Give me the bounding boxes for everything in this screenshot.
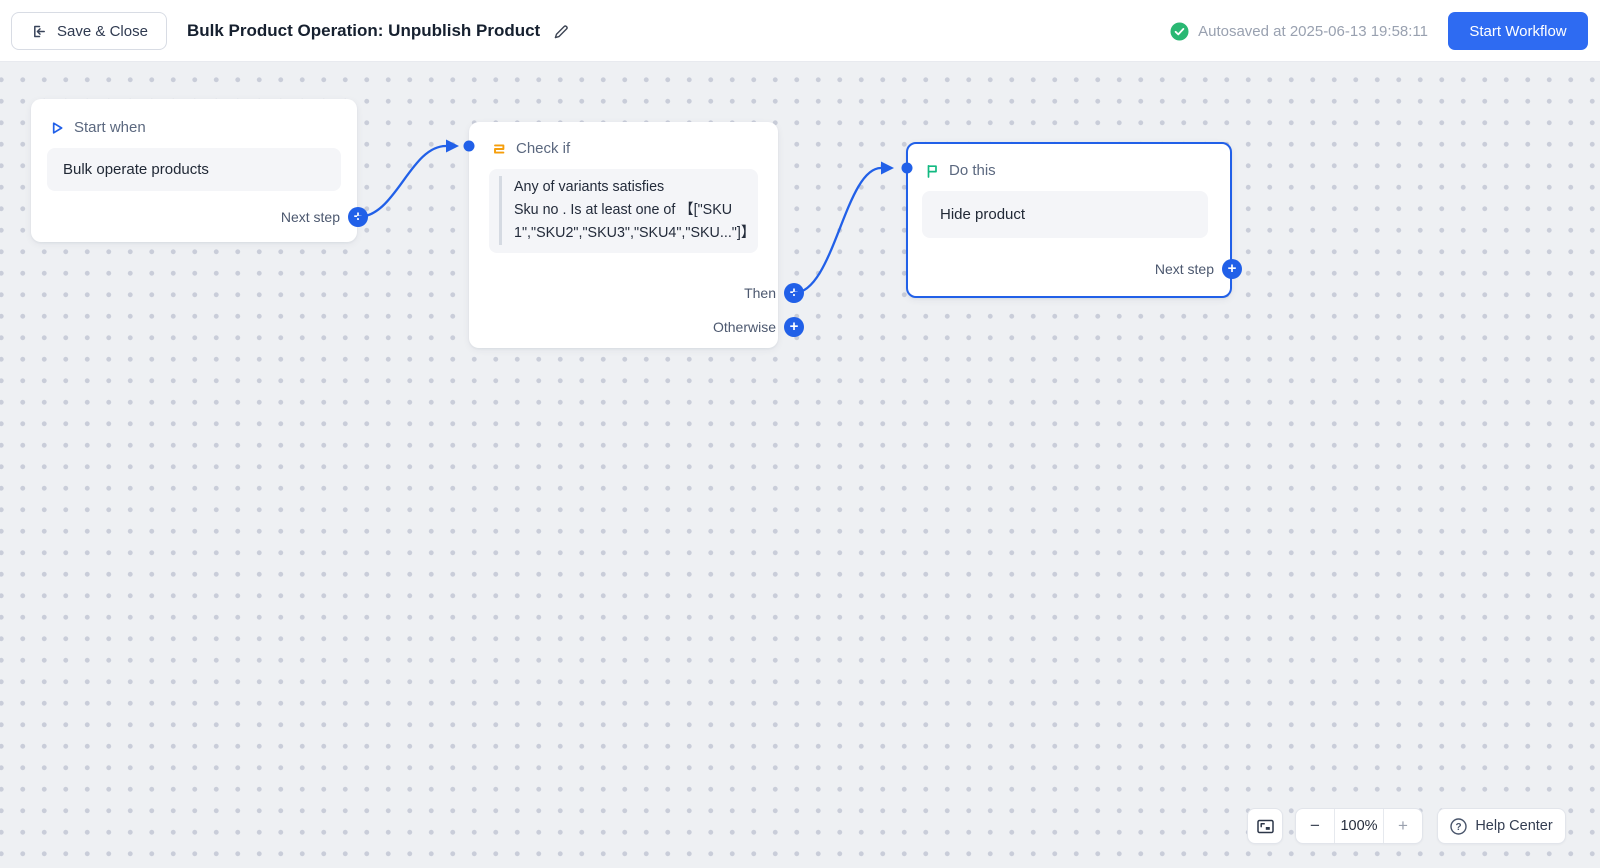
branch-icon — [491, 141, 507, 157]
next-step-label: Next step — [280, 209, 340, 225]
saved-check-icon — [1170, 22, 1189, 41]
trigger-value[interactable]: Bulk operate products — [47, 148, 341, 191]
add-then-step-button[interactable]: + — [784, 283, 804, 303]
question-icon: ? — [1450, 817, 1468, 835]
trigger-card[interactable]: Start when Bulk operate products Next st… — [31, 99, 368, 242]
edge-then-to-do — [792, 166, 883, 295]
page-title: Bulk Product Operation: Unpublish Produc… — [187, 21, 541, 40]
condition-card[interactable]: Check if Any of variants satisfies Sku n… — [469, 122, 804, 348]
autosave-text: Autosaved at 2025-06-13 19:58:11 — [1198, 22, 1428, 40]
action-value[interactable]: Hide product — [922, 191, 1208, 238]
next-step-label: Next step — [1154, 261, 1214, 277]
svg-text:?: ? — [1456, 822, 1462, 833]
condition-value[interactable]: Any of variants satisfies Sku no . Is at… — [489, 169, 758, 253]
action-card-selected[interactable]: Do this Hide product Next step + — [906, 142, 1242, 298]
save-close-button[interactable]: Save & Close — [11, 12, 167, 50]
play-icon — [49, 120, 65, 136]
help-center-label: Help Center — [1475, 818, 1553, 834]
save-close-label: Save & Close — [57, 22, 148, 40]
exit-icon — [30, 23, 47, 40]
condition-line-2: Sku no . Is at least one of 【["SKU 1","S… — [514, 202, 756, 241]
top-bar: Save & Close Bulk Product Operation: Unp… — [0, 0, 1600, 62]
autosave-status: Autosaved at 2025-06-13 19:58:11 — [1170, 0, 1428, 62]
edit-title-button[interactable] — [552, 22, 571, 41]
otherwise-label: Otherwise — [712, 319, 776, 335]
fit-view-button[interactable] — [1247, 808, 1283, 844]
then-label: Then — [744, 285, 776, 301]
add-otherwise-step-button[interactable]: + — [784, 317, 804, 337]
help-center-button[interactable]: ? Help Center — [1437, 808, 1566, 844]
arrowhead-check — [446, 139, 459, 153]
workflow-canvas[interactable]: Start when Bulk operate products Next st… — [0, 62, 1600, 868]
zoom-out-button[interactable]: − — [1310, 816, 1320, 835]
condition-line-1: Any of variants satisfies — [514, 179, 665, 195]
add-next-step-button[interactable]: + — [348, 207, 368, 227]
zoom-control: − 100% + — [1295, 808, 1423, 844]
fit-view-icon — [1256, 819, 1274, 833]
action-card-title: Do this — [949, 162, 996, 179]
zoom-in-button[interactable]: + — [1398, 816, 1408, 835]
edge-start-to-check — [356, 144, 448, 219]
pencil-icon — [554, 24, 568, 38]
add-next-step-button[interactable]: + — [1222, 259, 1242, 279]
trigger-card-title: Start when — [74, 119, 146, 136]
zoom-level: 100% — [1334, 809, 1384, 843]
condition-card-title: Check if — [516, 140, 571, 157]
start-workflow-button[interactable]: Start Workflow — [1448, 12, 1588, 50]
arrowhead-do — [881, 161, 894, 175]
flag-icon — [924, 163, 940, 179]
